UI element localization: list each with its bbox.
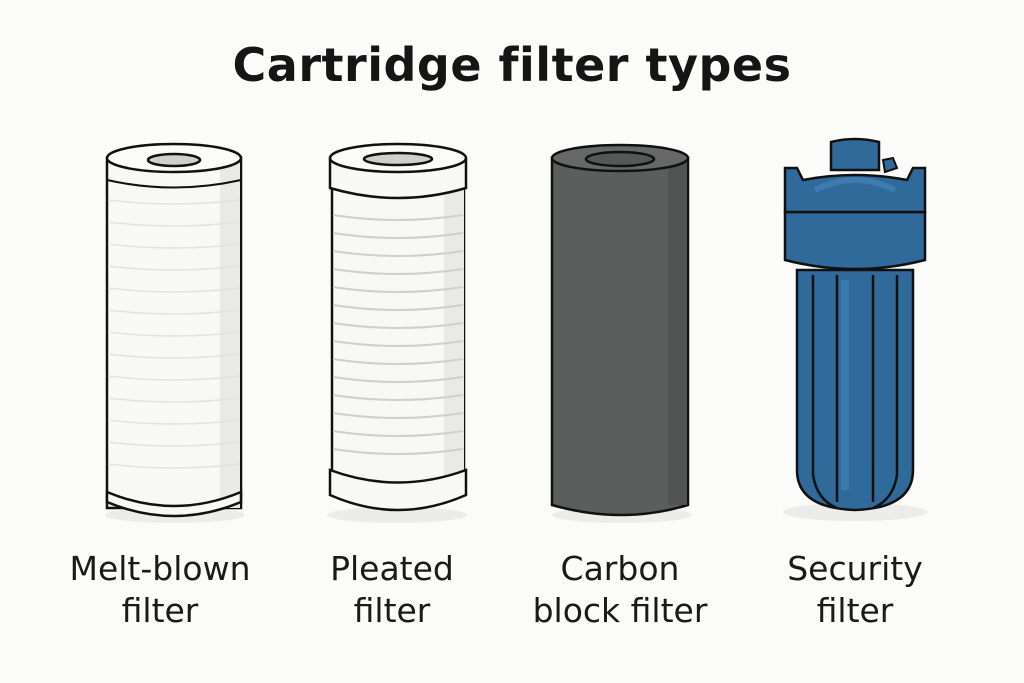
filter-label-line2: filter (353, 591, 431, 630)
melt-blown-cartridge-icon (105, 142, 245, 523)
filter-item-pleated: Pleated filter (282, 130, 502, 670)
security-filter-housing-icon (783, 137, 927, 521)
filter-item-carbon-block: Carbon block filter (510, 130, 730, 670)
filter-label-line2: filter (816, 591, 894, 630)
filter-label-line2: filter (121, 591, 199, 630)
filter-label-line1: Pleated (330, 549, 454, 588)
filter-label-line2: block filter (532, 591, 708, 630)
filter-label-line1: Carbon (560, 549, 680, 588)
diagram-title: Cartridge filter types (232, 38, 792, 92)
pleated-cartridge-icon (327, 142, 468, 523)
carbon-block-cartridge-icon (550, 143, 692, 523)
filter-item-melt-blown: Melt-blown filter (50, 130, 270, 670)
filter-label-line1: Security (787, 549, 923, 588)
filter-label-line1: Melt-blown (69, 549, 251, 588)
filter-item-security: Security filter (745, 130, 965, 670)
